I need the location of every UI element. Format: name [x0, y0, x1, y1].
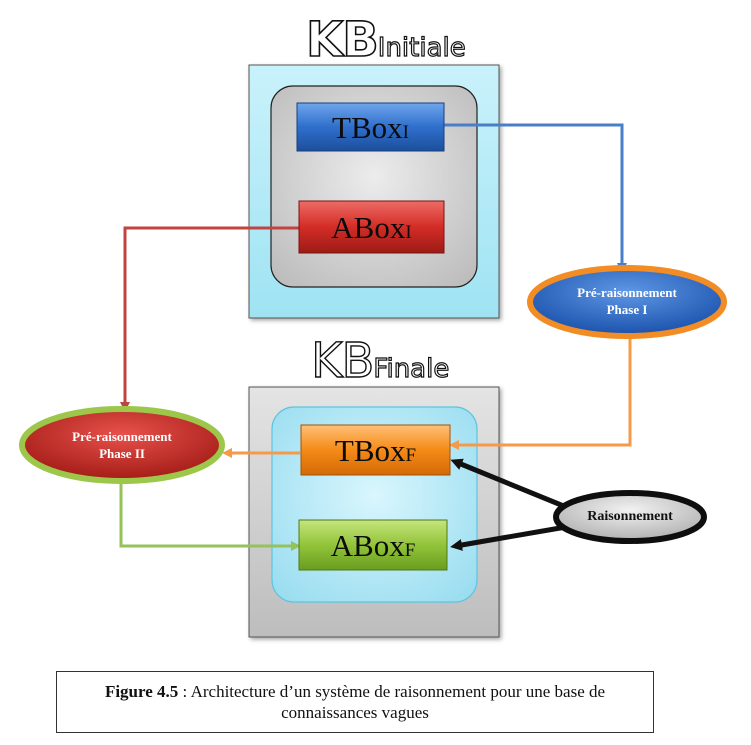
pre-phase1-label: Pré-raisonnement Phase I [547, 284, 707, 318]
arrow-raisonnement-to-abox-f [450, 524, 567, 551]
raisonnement-ellipse [553, 490, 707, 544]
figure-caption: Figure 4.5 : Architecture d’un système d… [56, 671, 654, 733]
pre-phase1-line2: Phase I [606, 302, 648, 317]
pre-phase1-ellipse [527, 265, 727, 339]
tbox-i-main: TBox [332, 110, 403, 145]
arrow-phase1-to-tbox-f [449, 337, 632, 450]
abox-i-main: ABox [331, 210, 406, 245]
arrow-tbox-i-to-phase1 [443, 123, 627, 273]
tbox-f-box [300, 424, 451, 476]
pre-phase1-line1: Pré-raisonnement [577, 285, 677, 300]
arrow-abox-i-to-phase2 [120, 226, 299, 412]
abox-i-sub: I [405, 222, 412, 243]
abox-f-main: ABox [330, 528, 405, 563]
pre-phase2-label: Pré-raisonnement Phase II [42, 428, 202, 462]
caption-text: : Architecture d’un système de raisonnem… [178, 682, 606, 722]
kb-initiale-suffix: Initiale [377, 33, 466, 63]
kb-initiale-prefix: KB [305, 12, 379, 68]
caption-figure-number: Figure 4.5 [104, 682, 179, 701]
arrow-raisonnement-to-tbox-f [450, 458, 567, 510]
tbox-i-sub: I [402, 122, 409, 143]
kb-finale-title: KBFinale [310, 336, 450, 385]
tbox-i-label: TBoxI [297, 112, 444, 143]
raisonnement-label: Raisonnement [587, 509, 673, 524]
tbox-f-label: TBoxF [301, 435, 450, 466]
abox-f-sub: F [404, 540, 416, 561]
kb-finale-suffix: Finale [373, 354, 450, 384]
tbox-i-box [296, 102, 445, 152]
abox-i-label: ABoxI [299, 212, 444, 243]
pre-phase2-line1: Pré-raisonnement [72, 429, 172, 444]
abox-f-box [298, 519, 448, 571]
arrow-phase2-to-abox-f [119, 482, 301, 551]
tbox-f-sub: F [405, 445, 417, 466]
tbox-f-main: TBox [334, 433, 406, 468]
pre-phase2-ellipse [19, 406, 225, 484]
kb-initiale-title: KBInitiale [305, 15, 466, 65]
abox-f-label: ABoxF [299, 530, 447, 561]
abox-i-box [298, 200, 445, 254]
pre-phase2-line2: Phase II [99, 446, 145, 461]
kb-finale-prefix: KB [310, 333, 375, 389]
